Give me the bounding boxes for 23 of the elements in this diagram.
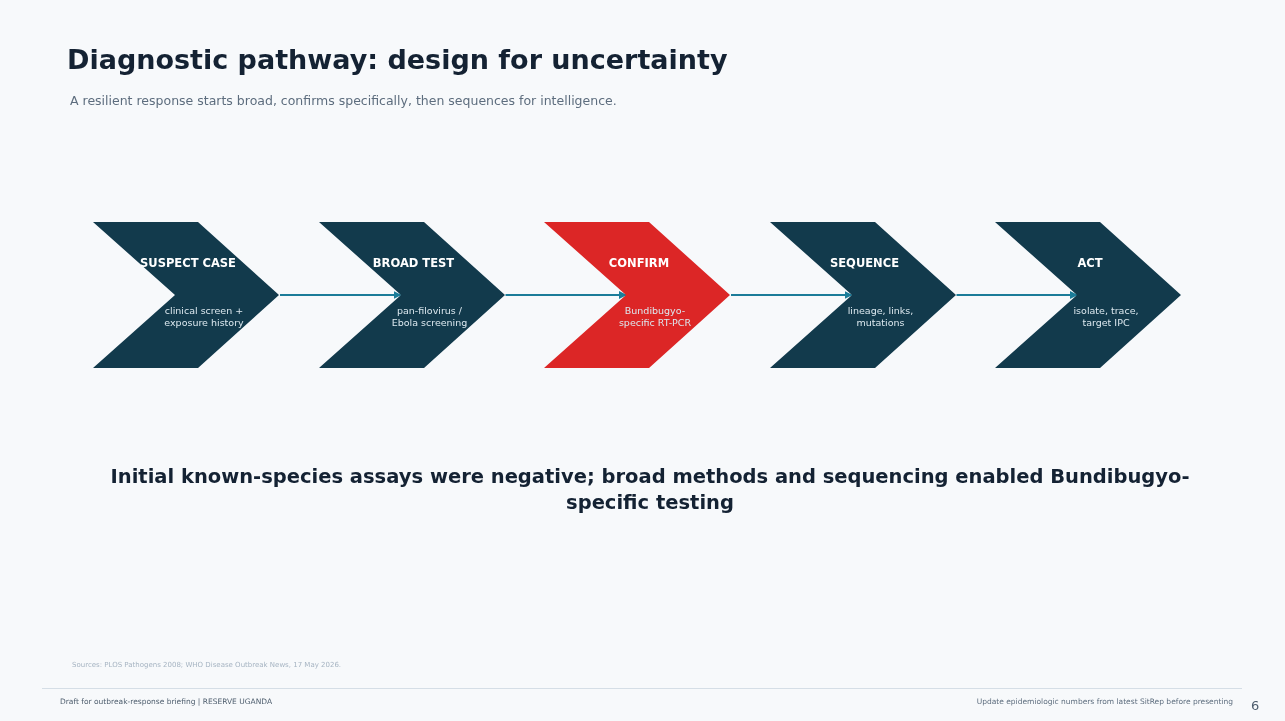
step-heading: ACT [1076,256,1104,270]
slide-title: Diagnostic pathway: design for uncertainty [67,44,728,75]
step-description: clinical screen + exposure history [163,305,245,329]
step-description: pan-filovirus / Ebola screening [390,305,469,329]
arrow [955,291,1078,299]
chevron-step [769,222,957,368]
key-message: Initial known-species assays were negative; broad methods and sequencing enabled Bundibugyo-specific testing [110,464,1190,516]
step-description: Bundibugyo-specific RT-PCR [617,305,693,329]
step-description: lineage, links, mutations [846,305,915,329]
page-number: 6 [1251,698,1260,713]
chevron-step [995,222,1182,368]
chevron-step [318,222,506,368]
arrow [279,291,402,299]
step-heading: BROAD TEST [371,256,456,270]
arrow [730,291,853,299]
subtitle: A resilient response starts broad, confirms specifically, then sequences for intelligence. [70,93,617,108]
step-description: isolate, trace, target IPC [1072,305,1140,329]
step-heading: CONFIRM [607,256,671,270]
chevron-step [93,222,280,368]
arrow [504,291,627,299]
chevron-step [544,222,731,368]
step-heading: SEQUENCE [829,256,900,270]
step-heading: SUSPECT CASE [139,256,237,270]
